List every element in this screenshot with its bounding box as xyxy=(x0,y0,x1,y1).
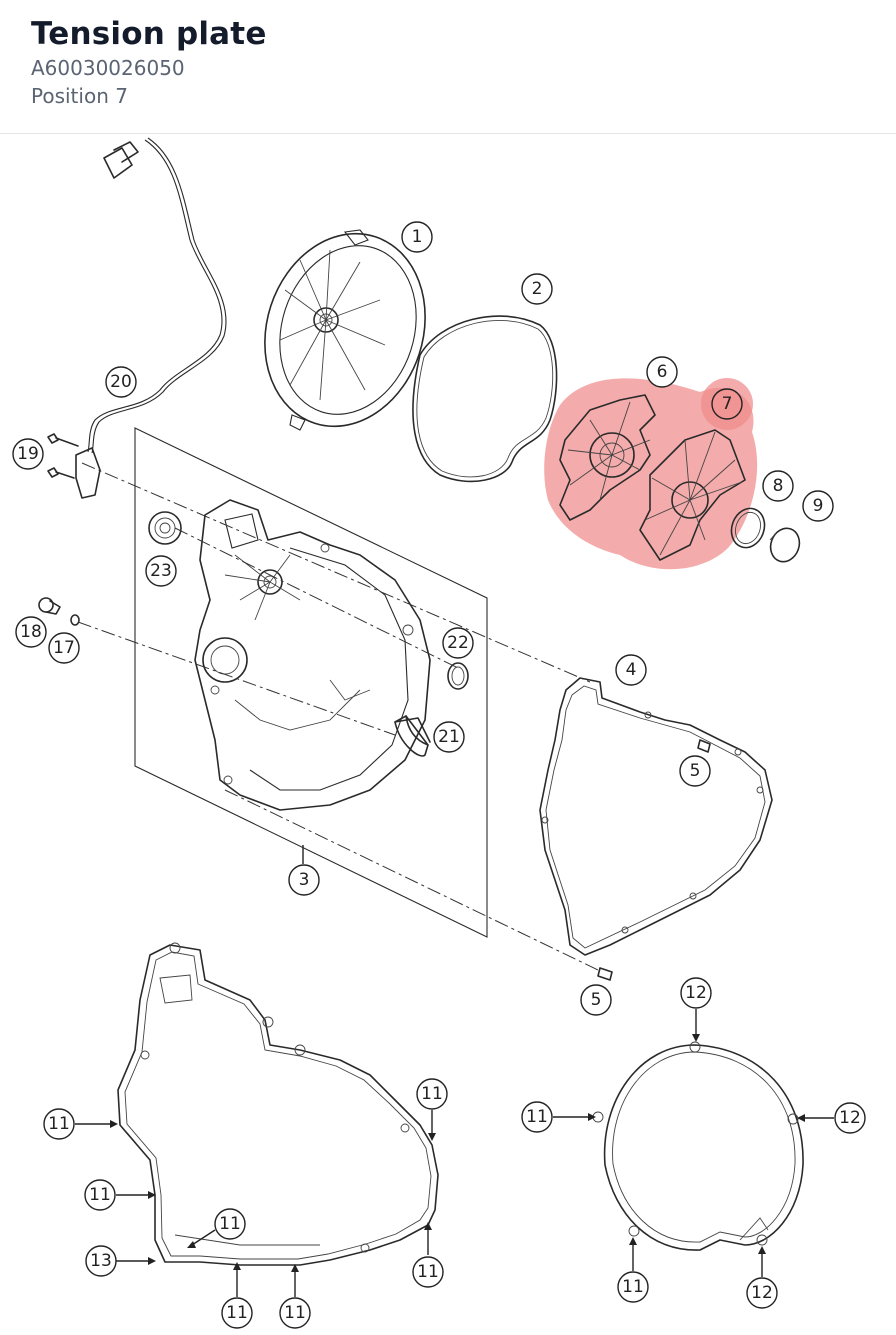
gasket-detail-left xyxy=(117,942,439,1266)
callout-3[interactable]: 3 xyxy=(288,864,320,896)
page-header: Tension plate A60030026050 Position 7 xyxy=(0,0,896,134)
callout-11-label: 11 xyxy=(622,1277,644,1297)
callout-17[interactable]: 17 xyxy=(48,632,80,664)
callout-11-label: 11 xyxy=(48,1114,70,1134)
callout-11-label: 11 xyxy=(421,1084,443,1104)
callout-2[interactable]: 2 xyxy=(521,273,553,305)
page-title: Tension plate xyxy=(31,16,267,52)
plug-18 xyxy=(38,597,80,626)
clutch-cover-3 xyxy=(194,499,431,811)
sensor-cable xyxy=(75,137,227,499)
callout-18[interactable]: 18 xyxy=(15,616,47,648)
callout-11-bottom-b[interactable]: 11 xyxy=(279,1297,311,1329)
callout-8[interactable]: 8 xyxy=(762,470,794,502)
callout-6[interactable]: 6 xyxy=(646,356,678,388)
ring-8 xyxy=(730,507,766,549)
callout-6-label: 6 xyxy=(657,362,668,382)
callout-12-label: 12 xyxy=(839,1108,861,1128)
callout-7-label: 7 xyxy=(722,394,733,414)
bushing-22 xyxy=(447,662,469,690)
callout-4-label: 4 xyxy=(626,660,637,680)
callout-2-label: 2 xyxy=(532,279,543,299)
callout-11-bottom-a[interactable]: 11 xyxy=(221,1297,253,1329)
callout-11-label: 11 xyxy=(219,1214,241,1234)
callout-13-label: 13 xyxy=(90,1251,112,1271)
callout-21[interactable]: 21 xyxy=(433,721,465,753)
callout-8-label: 8 xyxy=(773,476,784,496)
callout-3-label: 3 xyxy=(299,870,310,890)
callout-11-right-bottom[interactable]: 11 xyxy=(412,1256,444,1288)
callout-19[interactable]: 19 xyxy=(12,438,44,470)
callout-12-label: 12 xyxy=(751,1283,773,1303)
ring-gasket-right xyxy=(592,1041,804,1251)
callout-13[interactable]: 13 xyxy=(85,1245,117,1277)
callout-1[interactable]: 1 xyxy=(401,221,433,253)
leader-arrows xyxy=(75,845,834,1297)
callout-23[interactable]: 23 xyxy=(145,555,177,587)
callout-11-left-mid[interactable]: 11 xyxy=(84,1179,116,1211)
bolts-19 xyxy=(47,433,79,479)
callout-23-label: 23 xyxy=(150,561,172,581)
bearing-shell-21 xyxy=(394,715,431,757)
callout-5-upper-label: 5 xyxy=(690,761,701,781)
callout-17-label: 17 xyxy=(53,638,75,658)
callout-11-label: 11 xyxy=(226,1303,248,1323)
callout-9[interactable]: 9 xyxy=(802,490,834,522)
position-label: Position 7 xyxy=(31,84,128,108)
dowel-5-lower xyxy=(597,967,613,981)
callout-11-inner[interactable]: 11 xyxy=(214,1208,246,1240)
callout-11-right-top[interactable]: 11 xyxy=(416,1078,448,1110)
callout-11-ring-left[interactable]: 11 xyxy=(521,1101,553,1133)
dowel-5-upper xyxy=(697,739,711,753)
callout-7[interactable]: 7 xyxy=(711,388,743,420)
gasket-4 xyxy=(539,677,773,956)
callout-21-label: 21 xyxy=(438,727,460,747)
part-number: A60030026050 xyxy=(31,56,185,80)
assembly-lines xyxy=(77,462,599,971)
callout-18-label: 18 xyxy=(20,622,42,642)
o-ring-2 xyxy=(412,315,558,483)
callout-4[interactable]: 4 xyxy=(615,654,647,686)
tension-plate-7 xyxy=(639,429,746,561)
callout-12-bottom[interactable]: 12 xyxy=(746,1277,778,1309)
callout-5-lower-label: 5 xyxy=(591,990,602,1010)
callout-5-upper[interactable]: 5 xyxy=(679,755,711,787)
callout-11-ring-bottom[interactable]: 11 xyxy=(617,1271,649,1303)
callout-1-label: 1 xyxy=(412,227,423,247)
callout-9-label: 9 xyxy=(813,496,824,516)
callout-20-label: 20 xyxy=(110,372,132,392)
callout-11-label: 11 xyxy=(284,1303,306,1323)
callout-5-lower[interactable]: 5 xyxy=(580,984,612,1016)
callout-12-right[interactable]: 12 xyxy=(834,1102,866,1134)
part-6 xyxy=(559,394,656,521)
callout-12-label: 12 xyxy=(685,983,707,1003)
circlip-9 xyxy=(769,527,801,563)
callout-22[interactable]: 22 xyxy=(442,627,474,659)
callout-12-top[interactable]: 12 xyxy=(680,977,712,1009)
callout-11-label: 11 xyxy=(89,1185,111,1205)
cover-frame xyxy=(134,427,488,938)
seal-23 xyxy=(148,511,182,545)
callout-11-label: 11 xyxy=(526,1107,548,1127)
callout-19-label: 19 xyxy=(17,444,39,464)
callout-11-left-top[interactable]: 11 xyxy=(43,1108,75,1140)
callout-11-label: 11 xyxy=(417,1262,439,1282)
callout-20[interactable]: 20 xyxy=(105,366,137,398)
callout-22-label: 22 xyxy=(447,633,469,653)
outer-cover-1 xyxy=(264,229,426,431)
